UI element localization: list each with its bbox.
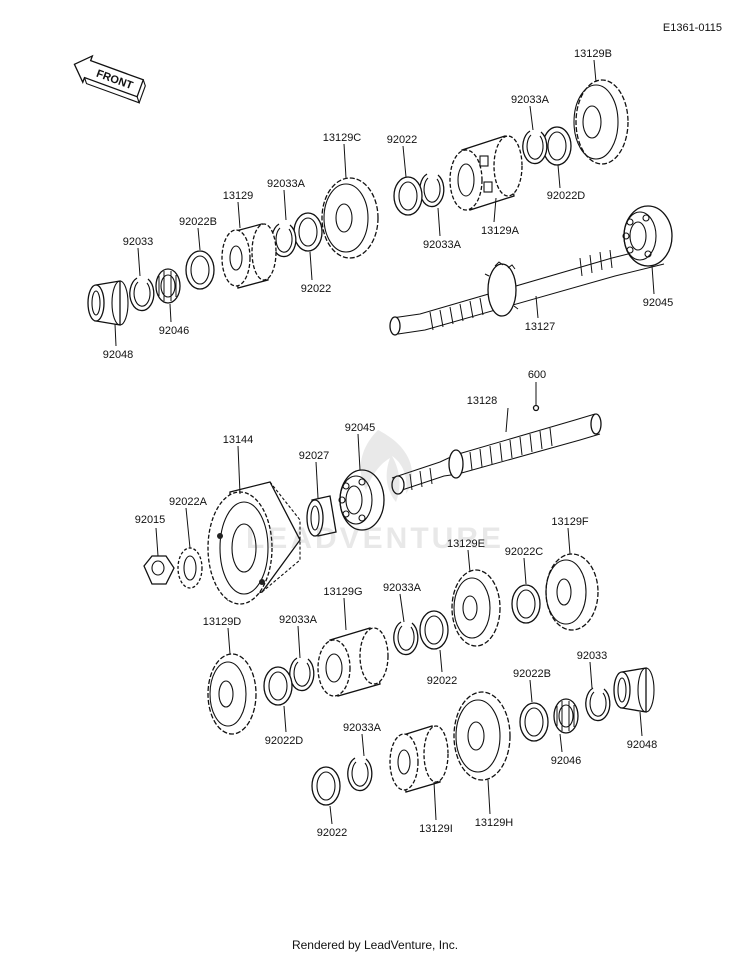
front-arrow-icon: FRONT — [73, 54, 146, 104]
label-92015: 92015 — [135, 514, 166, 526]
needle-bearing-92046-upper — [155, 268, 181, 304]
label-92022-4: 92022 — [317, 827, 348, 839]
label-13144: 13144 — [223, 434, 254, 446]
label-92022B-2: 92022B — [513, 668, 551, 680]
label-13129E: 13129E — [447, 538, 485, 550]
label-92033A-2: 92033A — [423, 239, 462, 251]
nut-92015 — [143, 555, 175, 585]
label-13129C: 13129C — [323, 132, 362, 144]
label-92048-2: 92048 — [627, 739, 658, 751]
label-92022B-1: 92022B — [179, 216, 217, 228]
gear-13129D — [207, 653, 257, 735]
circlip-92033A-bottom — [347, 757, 373, 792]
label-13129F: 13129F — [551, 516, 589, 528]
label-92033A-5: 92033A — [279, 614, 318, 626]
needle-bearing-92046-lower — [553, 698, 579, 734]
label-92045-2: 92045 — [345, 422, 376, 434]
footer-credit: Rendered by LeadVenture, Inc. — [291, 938, 459, 952]
collar-92027 — [306, 495, 337, 537]
gear-13129C — [321, 177, 379, 259]
gear-13129B — [573, 79, 629, 165]
label-92046-1: 92046 — [159, 325, 190, 337]
label-13129D: 13129D — [203, 616, 242, 628]
gear-13129H — [453, 691, 511, 781]
bearing-92045-middle — [338, 469, 385, 531]
label-13128: 13128 — [467, 395, 498, 407]
label-13129H: 13129H — [475, 817, 514, 829]
bushing-92048-upper — [87, 280, 129, 326]
leadventure-watermark: LEADVENTURE — [246, 430, 504, 555]
gear-13129G — [317, 627, 389, 697]
circlip-92033-upper — [129, 277, 155, 312]
label-92033A-1: 92033A — [511, 94, 550, 106]
label-92022-2: 92022 — [301, 283, 332, 295]
washer-92022-bottom — [311, 766, 341, 806]
gear-13129F — [545, 553, 599, 631]
label-92027: 92027 — [299, 450, 330, 462]
washer-92022-lower-right — [419, 610, 449, 650]
label-92033A-4: 92033A — [383, 582, 422, 594]
label-13129B: 13129B — [574, 48, 612, 60]
circlip-92033A-lower-right — [393, 621, 419, 656]
label-92048-1: 92048 — [103, 349, 134, 361]
washer-92022B-lower — [519, 702, 549, 742]
label-92022-1: 92022 — [387, 134, 418, 146]
circlip-92033A-upper2 — [419, 173, 445, 208]
leader-lines — [114, 59, 655, 825]
label-92046-2: 92046 — [551, 755, 582, 767]
label-92022D-1: 92022D — [547, 190, 586, 202]
gear-13129I — [389, 725, 449, 793]
label-13129A: 13129A — [481, 225, 520, 237]
gear-13129E — [451, 569, 501, 647]
circlip-92033-lower — [585, 687, 611, 722]
label-92045-1: 92045 — [643, 297, 674, 309]
label-92033A-6: 92033A — [343, 722, 382, 734]
shaft-13127 — [389, 245, 665, 336]
label-13127: 13127 — [525, 321, 556, 333]
label-13129: 13129 — [223, 190, 254, 202]
label-92022D-2: 92022D — [265, 735, 304, 747]
sprocket-13144 — [207, 481, 301, 605]
label-600: 600 — [528, 369, 546, 381]
washer-92022C — [511, 584, 541, 624]
circlip-92033A-lower-left — [289, 657, 315, 692]
lockwasher-92022A — [177, 547, 203, 589]
label-92033-2: 92033 — [577, 650, 608, 662]
label-92022-3: 92022 — [427, 675, 458, 687]
part-labels: 13129B 92033A 92022D 13129C 92022 13129A… — [103, 48, 674, 839]
washer-92022B-upper — [185, 250, 215, 290]
bushing-92048-lower — [613, 667, 655, 713]
washer-92022-upper — [393, 176, 423, 216]
label-13129G: 13129G — [323, 586, 362, 598]
pin-600 — [532, 404, 540, 412]
watermark-text: LEADVENTURE — [246, 522, 504, 555]
gear-13129 — [221, 223, 277, 289]
shaft-13128 — [391, 413, 602, 495]
washer-92022D-lower — [263, 666, 293, 706]
label-13129I: 13129I — [419, 823, 453, 835]
label-92033-1: 92033 — [123, 236, 154, 248]
gear-13129A — [449, 135, 523, 211]
label-92022C: 92022C — [505, 546, 544, 558]
diagram-code: E1361-0115 — [663, 22, 722, 34]
circlip-92033A-upper — [522, 130, 548, 165]
label-92022A: 92022A — [169, 496, 208, 508]
washer-92022-left — [293, 212, 323, 252]
bearing-92045-upper — [622, 205, 673, 267]
label-92033A-3: 92033A — [267, 178, 306, 190]
